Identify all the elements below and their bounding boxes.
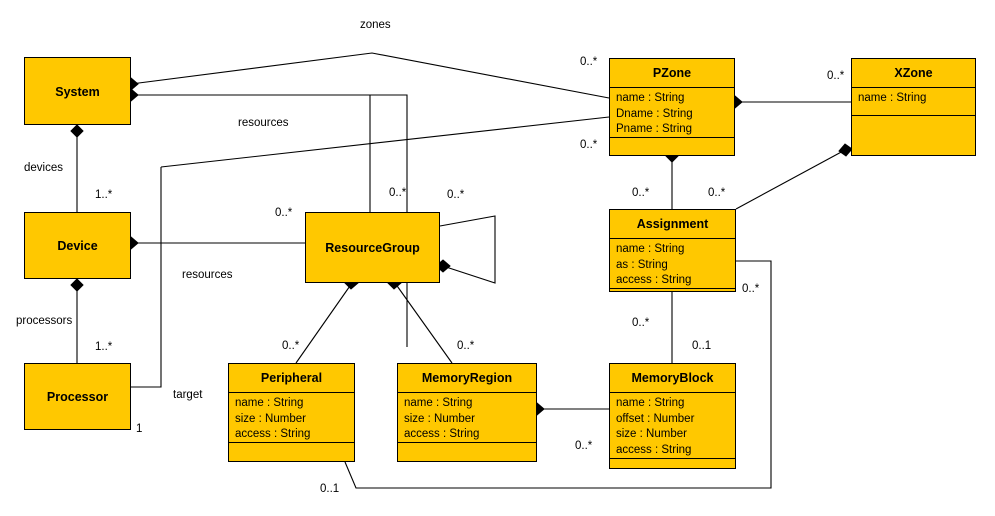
class-name-memoryblock: MemoryBlock [631,370,714,385]
attribute: size : Number [404,412,475,425]
class-operations-memoryblock [610,458,735,470]
multiplicity-pzone-resources: 0..* [580,139,598,151]
attribute: name : String [404,397,473,409]
edge-xzone-assignment [735,149,846,210]
edge-assignment-peripheral [344,260,772,489]
attribute: name : String [616,92,685,104]
multiplicity-resourcegroup-top: 0..* [389,187,407,199]
multiplicity-resourcegroup-memoryregion: 0..* [457,340,475,352]
class-name-pzone: PZone [652,65,692,80]
class-name-assignment: Assignment [636,216,709,231]
multiplicity-xzone-pzone: 0..* [827,70,845,82]
class-operations-memoryregion [398,442,536,463]
attribute: Dname : String [616,107,693,120]
class-box-resourcegroup[interactable]: ResourceGroup [305,212,440,283]
edge-resourcegroup-self [439,215,496,284]
class-box-peripheral[interactable]: Peripheral name : String size : Number a… [228,363,355,462]
attribute: name : String [858,92,927,104]
multiplicity-resourcegroup-self: 0..* [447,189,465,201]
class-box-xzone[interactable]: XZone name : String [851,58,976,156]
edge-resourcegroup-peripheral [295,282,353,364]
multiplicity-pzone-assignment: 0..* [632,187,650,199]
class-box-system[interactable]: System [24,57,131,125]
class-operations-xzone [852,115,975,157]
edge-label-target: target [173,389,203,401]
class-box-processor[interactable]: Processor [24,363,131,430]
class-box-pzone[interactable]: PZone name : String Dname : String Pname… [609,58,735,156]
attribute: size : Number [616,428,687,441]
class-name-system: System [55,84,100,99]
attribute: name : String [616,397,685,409]
edge-label-resources-top: resources [238,117,289,129]
class-attributes-peripheral: name : String size : Number access : Str… [229,392,354,442]
class-box-assignment[interactable]: Assignment name : String as : String acc… [609,209,736,292]
edge-label-processors: processors [16,315,73,327]
edge-system-pzone-zones [130,52,610,99]
diamond-system-devices [70,124,84,138]
class-box-memoryblock[interactable]: MemoryBlock name : String offset : Numbe… [609,363,736,469]
attribute: access : String [235,428,311,441]
edge-label-devices: devices [24,162,63,174]
multiplicity-memoryregion-memoryblock: 0..* [575,440,593,452]
multiplicity-device-resources: 0..* [275,207,293,219]
class-name-resourcegroup: ResourceGroup [325,241,420,256]
class-operations-assignment [610,288,735,293]
diamond-device-processors [70,278,84,292]
class-name-processor: Processor [46,390,109,405]
attribute: access : String [616,274,692,287]
attribute: Pname : String [616,123,693,136]
class-box-memoryregion[interactable]: MemoryRegion name : String size : Number… [397,363,537,462]
class-operations-peripheral [229,442,354,463]
multiplicity-assignment-memoryblock: 0..* [632,317,650,329]
multiplicity-system-devices: 1..* [95,189,113,201]
edge-label-zones: zones [360,19,391,31]
edge-target-spine [131,167,162,388]
attribute: offset : Number [616,412,695,425]
multiplicity-assignment-xzone: 0..* [708,187,726,199]
attribute: access : String [616,443,692,456]
multiplicity-pzone-zones: 0..* [580,56,598,68]
attribute: as : String [616,258,668,271]
multiplicity-peripheral-bottom: 0..1 [320,483,340,495]
attribute: name : String [235,397,304,409]
multiplicity-processor-target: 1 [136,423,143,435]
class-name-device: Device [57,239,98,254]
class-attributes-assignment: name : String as : String access : Strin… [610,238,735,288]
attribute: access : String [404,428,480,441]
class-name-peripheral: Peripheral [260,370,323,385]
multiplicity-assignment-right: 0..* [742,283,760,295]
edge-resources-to-pzone [160,116,610,168]
attribute: name : String [616,243,685,255]
class-attributes-xzone: name : String [852,87,975,115]
class-name-xzone: XZone [894,65,933,80]
multiplicity-resourcegroup-peripheral: 0..* [282,340,300,352]
class-box-device[interactable]: Device [24,212,131,279]
class-attributes-memoryregion: name : String size : Number access : Str… [398,392,536,442]
class-name-memoryregion: MemoryRegion [421,370,513,385]
class-attributes-memoryblock: name : String offset : Number size : Num… [610,392,735,458]
attribute: size : Number [235,412,306,425]
diamond-xzone-assignment [838,143,853,157]
edge-resourcegroup-memoryregion [394,282,453,364]
class-operations-pzone [610,137,734,157]
multiplicity-device-processors: 1..* [95,341,113,353]
edge-label-resources-mid: resources [182,269,233,281]
class-attributes-pzone: name : String Dname : String Pname : Str… [610,87,734,137]
multiplicity-memoryblock-assignment: 0..1 [692,340,712,352]
